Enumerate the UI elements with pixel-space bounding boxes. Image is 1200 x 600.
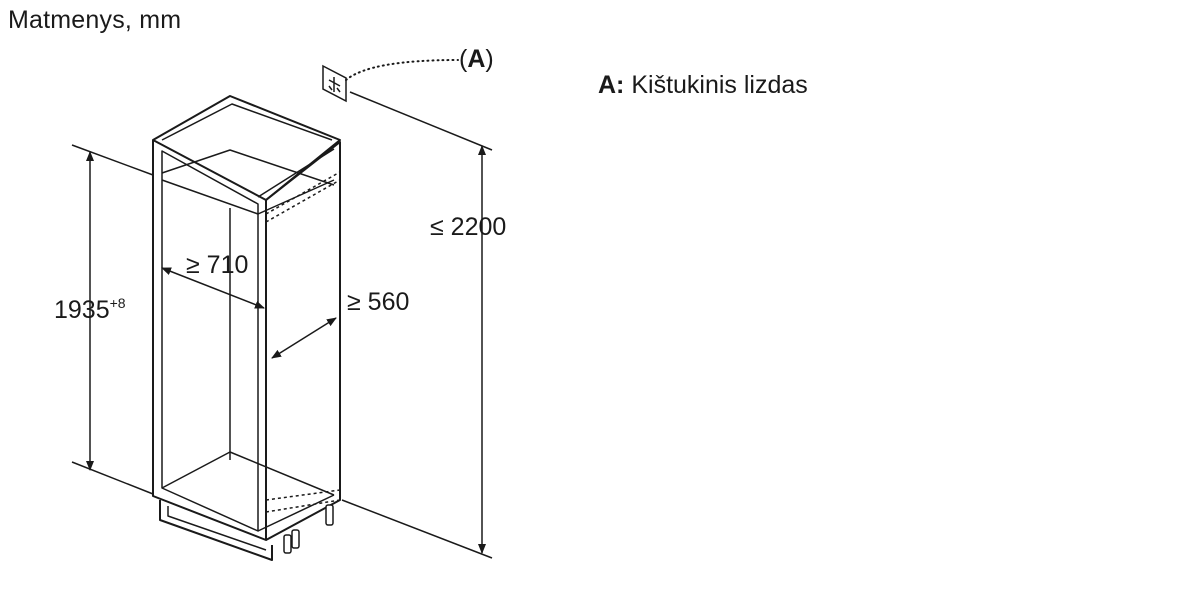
min-width-label: ≥ 560 <box>347 288 409 316</box>
callout-label: (A) <box>459 45 494 73</box>
hidden-edges <box>265 171 341 513</box>
min-depth-arrow <box>161 267 265 309</box>
min-width-arrow <box>271 317 337 359</box>
legend-key: A: <box>598 71 625 99</box>
niche-height-label: 1935+8 <box>54 295 126 324</box>
legend-entry-a: A: Kištukinis lizdas <box>598 71 808 100</box>
min-depth-label: ≥ 710 <box>186 251 248 279</box>
max-height-dimension <box>341 91 493 559</box>
diagram-caption: Matmenys, mm <box>8 6 182 34</box>
legend-text: Kištukinis lizdas <box>631 71 808 99</box>
niche-height-dimension <box>71 144 154 495</box>
callout-leader <box>345 59 459 81</box>
cabinet-outline <box>152 95 341 561</box>
max-height-label: ≤ 2200 <box>430 213 506 241</box>
socket-outlet-icon <box>322 64 347 103</box>
cabinet-feet <box>283 504 334 554</box>
